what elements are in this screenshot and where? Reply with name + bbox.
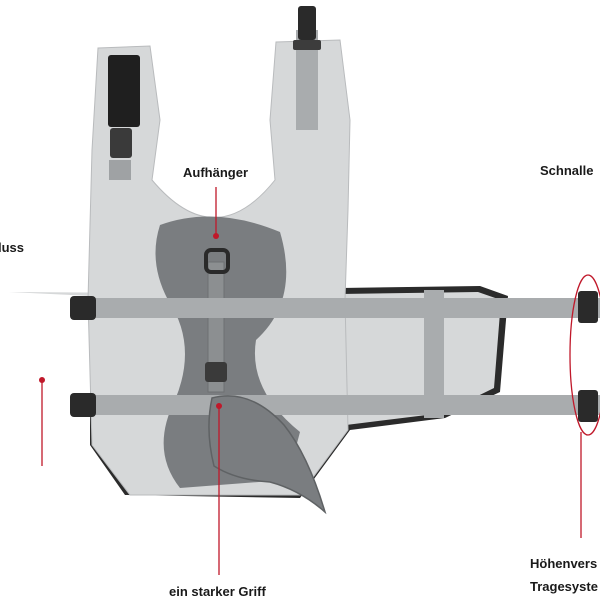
- right-upper-buckle: [578, 291, 598, 323]
- label-buckle: Schnalle: [540, 163, 594, 178]
- left-shoulder-velcro: [108, 55, 140, 127]
- label-height-adjust-2: Tragesyste: [530, 579, 598, 594]
- right-lower-buckle: [578, 390, 598, 422]
- left-upper-clip: [70, 296, 96, 320]
- label-closure: luss: [0, 240, 25, 255]
- d-ring: [204, 248, 230, 274]
- lower-belly-strap: [75, 395, 600, 415]
- label-hanger: Aufhänger: [183, 165, 248, 180]
- left-lower-clip: [70, 393, 96, 417]
- grab-handle-strap: [207, 261, 225, 393]
- left-shoulder-buckle: [110, 128, 132, 158]
- shark-fin: [208, 395, 327, 515]
- label-strong-handle: ein starker Griff: [169, 584, 266, 599]
- vertical-connector-strap: [424, 290, 444, 418]
- upper-belly-strap: [75, 298, 600, 318]
- buckle-highlight-ellipse: [569, 274, 600, 436]
- right-shoulder-strap: [296, 30, 318, 130]
- label-height-adjust-1: Höhenvers: [530, 556, 598, 571]
- right-shoulder-buckle: [298, 6, 316, 40]
